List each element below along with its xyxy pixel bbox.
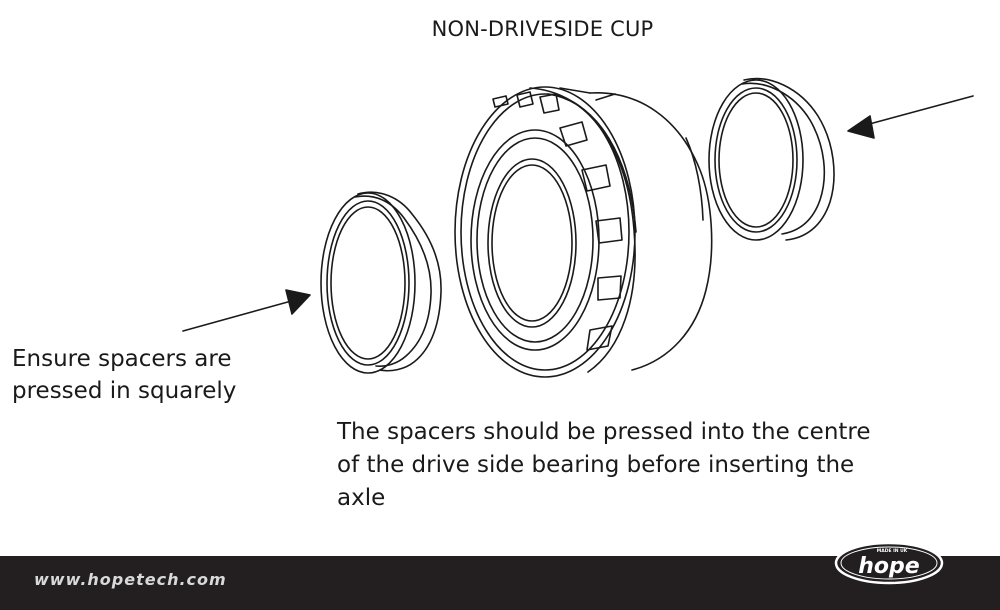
note-bottom-line: of the drive side bearing before inserti…	[337, 452, 855, 478]
note-bottom-line: axle	[337, 485, 386, 511]
note-left-line: pressed in squarely	[12, 378, 237, 404]
hope-logo: MADE IN UK hope	[834, 541, 944, 585]
right-spacer	[708, 77, 835, 241]
footer-bar: www.hopetech.com MADE IN UK hope	[0, 541, 1000, 610]
note-bottom: The spacers should be pressed into the c…	[337, 416, 897, 515]
bearing-cup	[454, 86, 713, 378]
website-link[interactable]: www.hopetech.com	[34, 570, 227, 589]
note-left: Ensure spacers are pressed in squarely	[12, 343, 312, 407]
note-bottom-line: The spacers should be pressed into the c…	[337, 419, 871, 445]
diagram-title: NON-DRIVESIDE CUP	[431, 17, 654, 41]
logo-tagline: MADE IN UK	[877, 548, 908, 554]
arrow-icon	[182, 289, 311, 332]
arrow-icon	[847, 95, 974, 139]
note-left-line: Ensure spacers are	[12, 346, 232, 372]
left-spacer	[320, 191, 442, 374]
logo-text: hope	[858, 554, 920, 579]
